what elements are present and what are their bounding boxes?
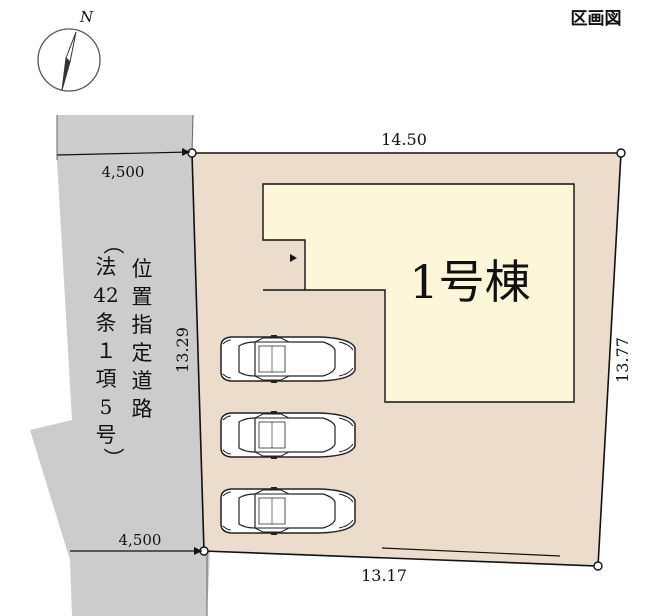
road-label-char: 位 (132, 257, 153, 281)
dimension-left: 13.29 (173, 327, 192, 373)
road-label: （ 法 42 条 １ 項 5 号 ） 位 置 指 定 道 路 (93, 234, 152, 469)
road-label-char: 42 (93, 283, 118, 307)
road-label-char: ） (101, 448, 125, 469)
car-icon (220, 334, 356, 384)
road-label-char: １ (96, 339, 117, 363)
dimension-bottom: 13.17 (361, 566, 407, 585)
road-label-char: 指 (132, 313, 153, 337)
car-icon (220, 486, 356, 536)
road-label-char: 項 (96, 367, 117, 391)
compass-north-label: N (79, 8, 94, 26)
road-label-char: 道 (132, 369, 153, 393)
lot-corner-se (593, 561, 603, 571)
road-label-char: 法 (96, 255, 117, 279)
road-label-char: 5 (100, 395, 113, 419)
dimension-right: 13.77 (613, 337, 632, 383)
building-footprint (262, 183, 575, 403)
road-width-top: 4,500 (102, 163, 145, 181)
road-label-char: （ (101, 234, 125, 255)
dimension-top: 14.50 (381, 130, 427, 149)
lot-corner-ne (616, 148, 626, 158)
road-label-char: 条 (96, 311, 117, 335)
road-label-char: 置 (132, 285, 153, 309)
building-label: 1号棟 (409, 255, 530, 309)
road-label-char: 号 (96, 423, 117, 447)
entrance-arrow-icon (290, 254, 297, 262)
road-area (30, 115, 210, 616)
road-label-char: 路 (132, 397, 153, 421)
lot-corner-nw (187, 148, 197, 158)
header-title: 区画図 (571, 9, 622, 29)
north-arrow-icon: N (37, 8, 101, 92)
car-icon (220, 410, 356, 460)
road-label-char: 定 (132, 341, 153, 365)
road-width-bottom: 4,500 (119, 531, 162, 549)
road-width-line-top (56, 151, 191, 156)
